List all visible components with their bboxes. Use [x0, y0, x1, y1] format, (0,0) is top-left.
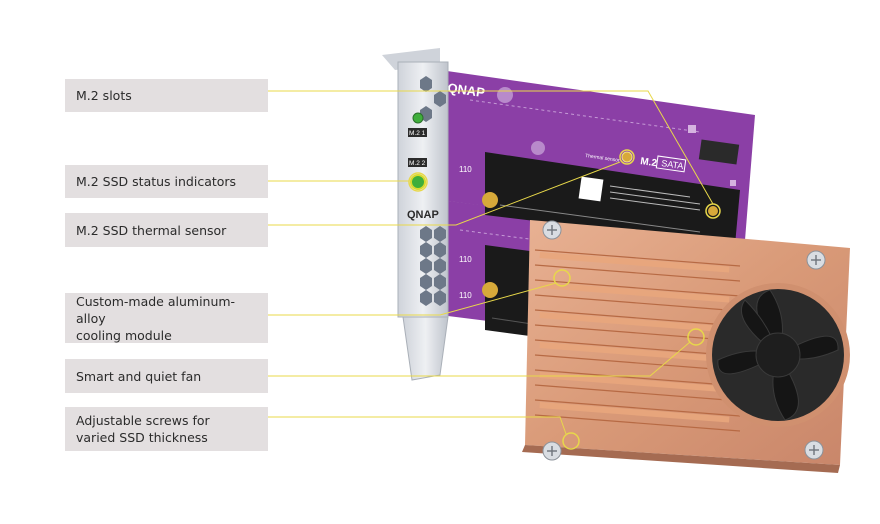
pcb-brand: QNAP	[447, 80, 487, 100]
slot1-tag-text: M.2 1	[409, 130, 426, 137]
callout-screws: Adjustable screws for varied SSD thickne…	[65, 407, 268, 451]
thermal-sensor-text: Thermal sensor	[585, 153, 621, 164]
callout-cooling-module-text: Custom-made aluminum-alloy cooling modul…	[76, 293, 236, 343]
slot1-tag	[408, 128, 427, 137]
ssd-length-label: 110	[459, 291, 472, 300]
callout-fan-text: Smart and quiet fan	[76, 368, 202, 384]
callout-status-indicators-text: M.2 SSD status indicators	[76, 174, 237, 189]
slot-length-top: 110	[459, 165, 472, 174]
callout-thermal-sensor: M.2 SSD thermal sensor	[65, 213, 268, 247]
callout-m2-slots-text: M.2 slots	[76, 88, 132, 103]
slot2-tag	[408, 158, 427, 167]
bracket-brand: QNAP	[407, 209, 439, 221]
leader-lines	[268, 90, 714, 435]
slot-length-bottom: 110	[459, 255, 472, 264]
sata-badge-text: SATA	[661, 158, 684, 171]
slot2-tag-text: M.2 2	[409, 160, 426, 167]
thermal-sensor-chip	[621, 151, 633, 163]
callout-screws-text: Adjustable screws for varied SSD thickne…	[76, 413, 210, 445]
sata-badge	[655, 155, 687, 173]
callout-fan: Smart and quiet fan	[65, 359, 268, 393]
led-indicator-1	[412, 112, 424, 124]
callout-m2-slots: M.2 slots	[65, 79, 268, 112]
led-indicator-2	[410, 174, 426, 190]
callout-cooling-module: Custom-made aluminum-alloy cooling modul…	[65, 293, 268, 343]
callout-status-indicators: M.2 SSD status indicators	[65, 165, 268, 198]
cooling-fan	[706, 283, 850, 427]
callout-thermal-sensor-text: M.2 SSD thermal sensor	[76, 222, 227, 238]
callout-markers	[408, 149, 721, 450]
m2-text: M.2	[640, 156, 658, 169]
